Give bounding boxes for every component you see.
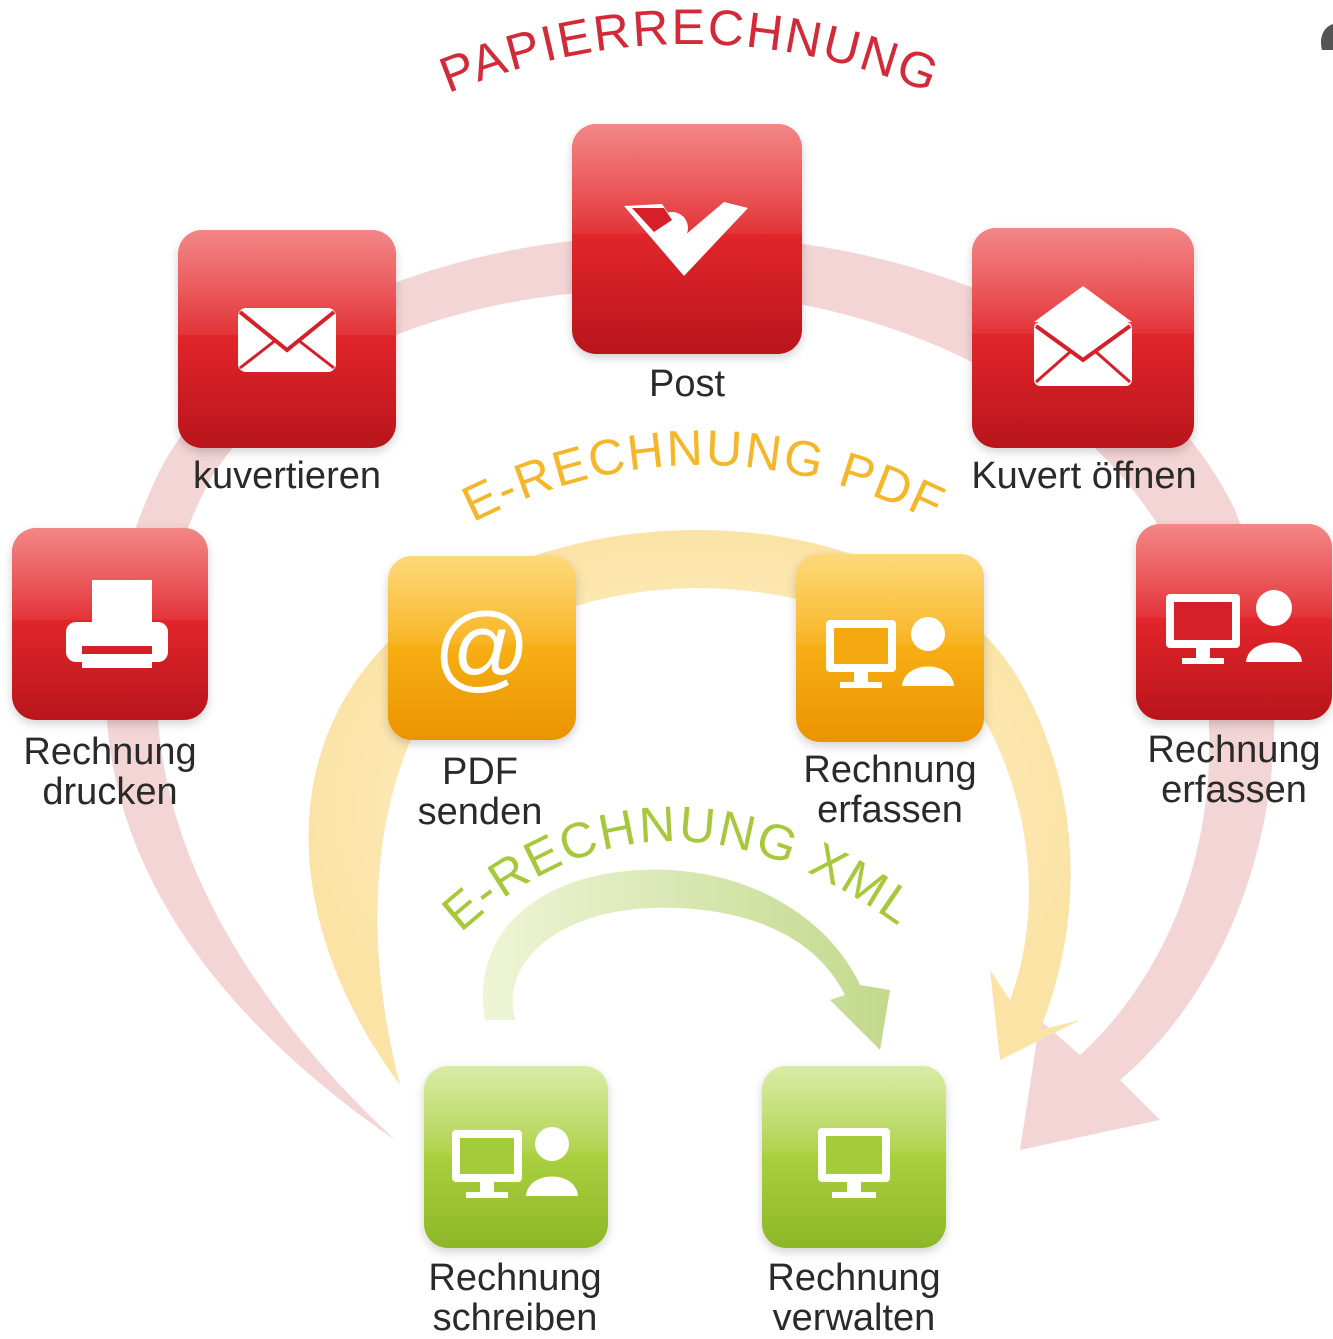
rechnung-erfassen-pdf-label-line2: erfassen — [817, 789, 963, 831]
kuvert-oeffnen-tile[interactable] — [972, 228, 1194, 448]
kuvert-oeffnen-label: Kuvert öffnen — [971, 456, 1196, 496]
xml-arc — [482, 869, 890, 1050]
svg-text:@: @ — [433, 594, 530, 701]
rechnung-erfassen-pdf-label: Rechnung erfassen — [803, 750, 976, 830]
paper-arc-title: PAPIERRECHNUNG — [432, 0, 948, 104]
rechnung-drucken-label-line2: drucken — [42, 771, 178, 813]
post-label: Post — [649, 364, 725, 404]
rechnung-erfassen-paper-label-line2: erfassen — [1161, 769, 1307, 811]
monitor-icon — [818, 1128, 890, 1198]
rechnung-verwalten-label: Rechnung verwalten — [767, 1258, 940, 1338]
printer-icon — [66, 580, 168, 668]
rechnung-erfassen-paper-label: Rechnung erfassen — [1147, 730, 1320, 810]
rechnung-schreiben-tile[interactable] — [424, 1066, 608, 1248]
rechnung-schreiben-label-line2: schreiben — [432, 1297, 598, 1339]
rechnung-drucken-tile[interactable] — [12, 528, 208, 720]
rechnung-erfassen-paper-tile[interactable] — [1136, 524, 1332, 720]
monitor-person-icon — [826, 617, 954, 688]
pdf-senden-label: PDF senden — [418, 752, 543, 832]
open-envelope-icon — [1034, 286, 1132, 386]
post-tile[interactable] — [572, 124, 802, 354]
at-sign-icon: @ — [433, 594, 530, 701]
monitor-person-icon — [452, 1127, 578, 1198]
kuvertieren-label: kuvertieren — [193, 456, 381, 496]
rechnung-drucken-label: Rechnung drucken — [23, 732, 196, 812]
pdf-senden-label-line2: senden — [417, 791, 543, 833]
rechnung-drucken-label-line1: Rechnung — [23, 731, 197, 773]
monitor-person-icon — [1166, 590, 1302, 664]
pdf-senden-label-line1: PDF — [441, 751, 518, 793]
pdf-senden-tile[interactable]: @ — [388, 556, 576, 740]
xml-arc-band — [482, 869, 890, 1050]
rechnung-erfassen-pdf-label-line1: Rechnung — [803, 749, 977, 791]
pdf-arc — [308, 530, 1080, 1085]
rechnung-erfassen-pdf-tile[interactable] — [796, 554, 984, 742]
rechnung-schreiben-label: Rechnung schreiben — [428, 1258, 601, 1338]
rechnung-verwalten-label-line1: Rechnung — [767, 1257, 941, 1299]
rechnung-verwalten-tile[interactable] — [762, 1066, 946, 1248]
kuvertieren-label-line1: kuvertieren — [193, 455, 381, 497]
post-logo-icon — [624, 202, 748, 276]
kuvertieren-tile[interactable] — [178, 230, 396, 448]
post-label-line1: Post — [648, 363, 726, 405]
pdf-arc-title: E-RECHNUNG PDF — [454, 420, 954, 533]
rechnung-schreiben-label-line1: Rechnung — [428, 1257, 602, 1299]
envelope-icon — [238, 308, 336, 372]
kuvert-oeffnen-label-line1: Kuvert öffnen — [971, 455, 1197, 497]
pdf-arc-band — [308, 530, 1080, 1085]
corner-glyph — [1320, 24, 1333, 50]
rechnung-erfassen-paper-label-line1: Rechnung — [1147, 729, 1321, 771]
rechnung-verwalten-label-line2: verwalten — [772, 1297, 936, 1339]
